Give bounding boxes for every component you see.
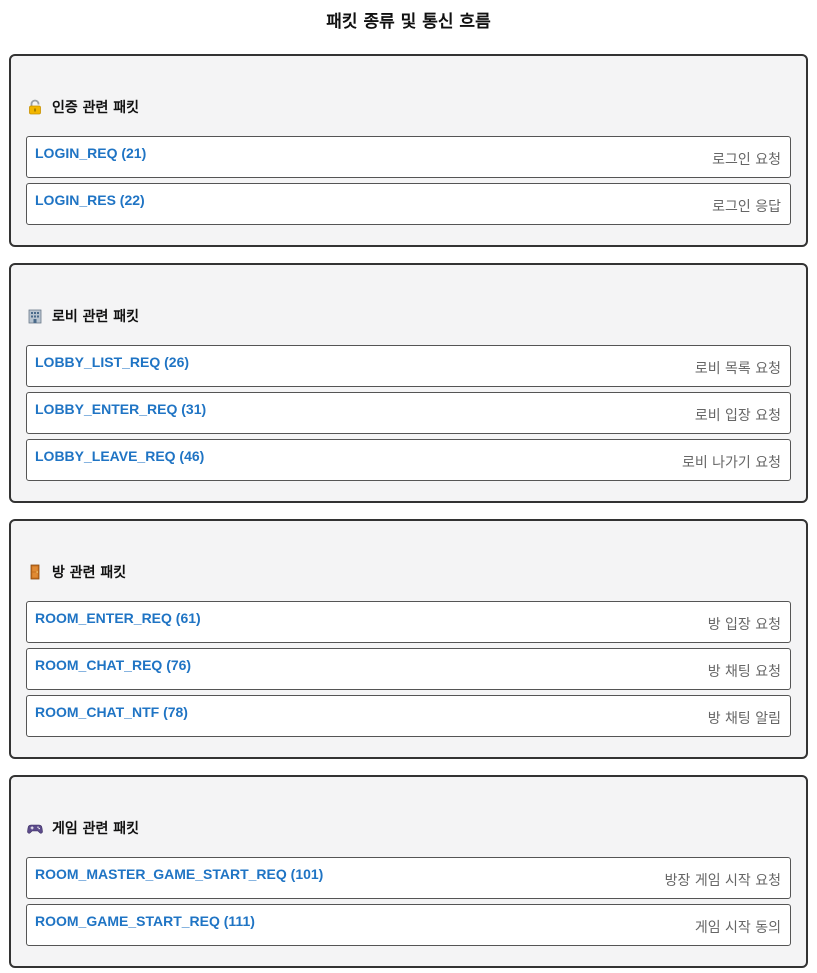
packet-group-game: 게임 관련 패킷 ROOM_MASTER_GAME_START_REQ (101… <box>9 775 808 968</box>
page-title: 패킷 종류 및 통신 흐름 <box>326 12 491 32</box>
packet-description: 로비 목록 요청 <box>694 361 781 377</box>
packet-item: LOBBY_LIST_REQ (26) 로비 목록 요청 <box>26 345 791 387</box>
packet-group-room: 방 관련 패킷 ROOM_ENTER_REQ (61) 방 입장 요청 ROOM… <box>9 519 808 759</box>
packet-name: LOGIN_REQ (21) <box>35 145 147 161</box>
packet-item: LOGIN_REQ (21) 로그인 요청 <box>26 136 791 178</box>
packet-item: ROOM_CHAT_REQ (76) 방 채팅 요청 <box>26 648 791 690</box>
packet-description: 로비 입장 요청 <box>694 408 781 424</box>
packet-item: ROOM_GAME_START_REQ (111) 게임 시작 동의 <box>26 904 791 946</box>
packet-item: ROOM_MASTER_GAME_START_REQ (101) 방장 게임 시… <box>26 857 791 899</box>
group-heading: 방 관련 패킷 <box>26 521 791 601</box>
packet-name: LOBBY_LIST_REQ (26) <box>35 354 190 370</box>
packet-description: 로그인 응답 <box>712 199 781 215</box>
group-heading-label: 인증 관련 패킷 <box>52 100 140 116</box>
packet-group-auth: 인증 관련 패킷 LOGIN_REQ (21) 로그인 요청 LOGIN_RES… <box>9 54 808 247</box>
packet-description: 방 입장 요청 <box>707 617 781 633</box>
packet-group-lobby: 로비 관련 패킷 LOBBY_LIST_REQ (26) 로비 목록 요청 LO… <box>9 263 808 503</box>
packet-description: 로그인 요청 <box>712 152 781 168</box>
group-heading: 인증 관련 패킷 <box>26 56 791 136</box>
packet-description: 방 채팅 알림 <box>707 711 781 727</box>
group-heading-label: 방 관련 패킷 <box>52 565 127 581</box>
building-icon <box>27 308 43 324</box>
packet-name: ROOM_MASTER_GAME_START_REQ (101) <box>35 866 324 882</box>
packet-description: 게임 시작 동의 <box>694 920 781 936</box>
door-icon <box>27 564 43 580</box>
packet-name: ROOM_CHAT_REQ (76) <box>35 657 192 673</box>
group-heading-label: 게임 관련 패킷 <box>52 821 140 837</box>
gamepad-icon <box>27 820 43 836</box>
packet-name: ROOM_GAME_START_REQ (111) <box>35 913 255 929</box>
packet-name: LOBBY_ENTER_REQ (31) <box>35 401 207 417</box>
packet-description: 로비 나가기 요청 <box>681 455 781 471</box>
packet-description: 방장 게임 시작 요청 <box>664 873 781 889</box>
packet-item: LOBBY_ENTER_REQ (31) 로비 입장 요청 <box>26 392 791 434</box>
packet-item: LOBBY_LEAVE_REQ (46) 로비 나가기 요청 <box>26 439 791 481</box>
packet-item: LOGIN_RES (22) 로그인 응답 <box>26 183 791 225</box>
packet-item: ROOM_CHAT_NTF (78) 방 채팅 알림 <box>26 695 791 737</box>
packet-name: LOBBY_LEAVE_REQ (46) <box>35 448 205 464</box>
packet-name: ROOM_CHAT_NTF (78) <box>35 704 188 720</box>
group-heading-label: 로비 관련 패킷 <box>52 309 140 325</box>
group-heading: 게임 관련 패킷 <box>26 777 791 857</box>
packet-item: ROOM_ENTER_REQ (61) 방 입장 요청 <box>26 601 791 643</box>
lock-icon <box>27 99 43 115</box>
packet-description: 방 채팅 요청 <box>707 664 781 680</box>
group-heading: 로비 관련 패킷 <box>26 265 791 345</box>
packet-name: LOGIN_RES (22) <box>35 192 145 208</box>
packet-name: ROOM_ENTER_REQ (61) <box>35 610 201 626</box>
